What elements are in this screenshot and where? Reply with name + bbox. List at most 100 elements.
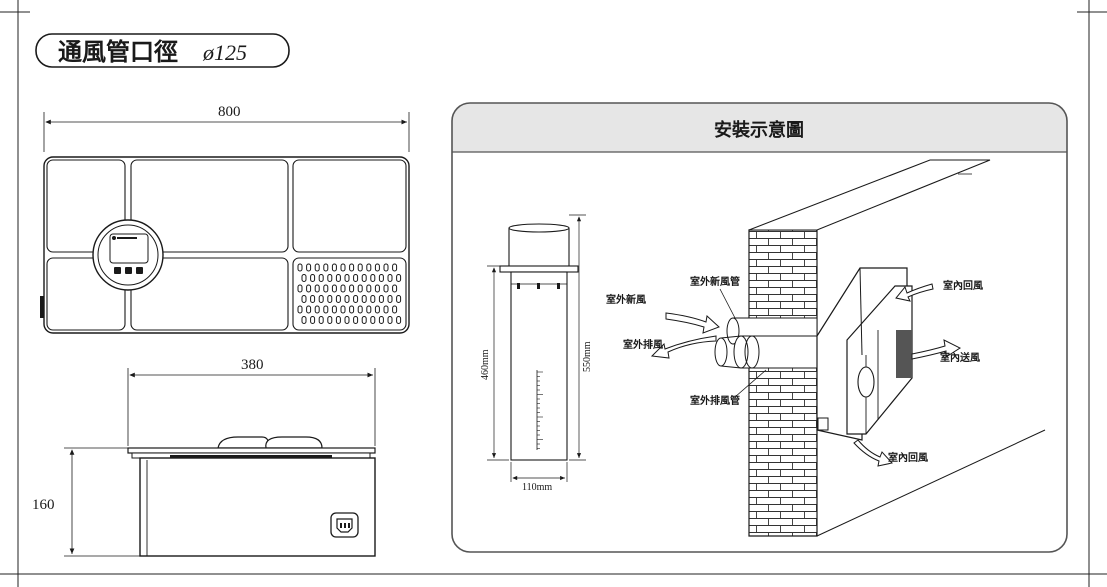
vent-hole	[327, 316, 333, 324]
vent-hole	[349, 284, 355, 293]
vent-hole	[378, 274, 384, 282]
vent-hole	[357, 305, 363, 314]
vent-grille-panel	[292, 257, 407, 331]
vent-hole	[314, 305, 320, 314]
pipe-length-dimension: 460mm	[480, 349, 491, 380]
power-socket-icon	[330, 512, 359, 538]
vent-hole	[396, 316, 402, 324]
label-indoor-supply: 室內送風	[940, 351, 980, 364]
vent-hole	[297, 263, 303, 272]
vent-hole	[340, 263, 346, 272]
vent-hole	[349, 263, 355, 272]
vent-hole	[370, 274, 376, 282]
vent-hole	[374, 263, 380, 272]
vent-hole	[396, 274, 402, 282]
width-dimension: 800	[218, 104, 241, 120]
vent-hole	[396, 295, 402, 303]
front-view: 800	[40, 104, 410, 334]
vent-hole	[387, 274, 393, 282]
vent-hole	[387, 295, 393, 303]
side-view: 380 160	[32, 357, 376, 557]
vent-hole	[392, 263, 398, 272]
vent-hole	[387, 316, 393, 324]
label-outdoor-fresh-air: 室外新風	[606, 293, 646, 306]
vent-hole	[353, 274, 359, 282]
vent-hole	[366, 305, 372, 314]
vent-hole	[392, 305, 398, 314]
pipe-scale-ticks	[537, 371, 543, 449]
vent-hole	[361, 274, 367, 282]
vent-hole	[314, 284, 320, 293]
vent-hole	[331, 263, 337, 272]
vent-hole	[366, 284, 372, 293]
vent-hole	[323, 263, 329, 272]
header-diameter: ø125	[202, 40, 247, 65]
vent-hole	[318, 316, 324, 324]
vent-hole	[374, 305, 380, 314]
vent-hole	[310, 295, 316, 303]
vent-hole	[335, 295, 341, 303]
duct-pipe-drawing: 460mm 550mm 110mm	[480, 214, 593, 493]
vent-hole	[318, 295, 324, 303]
vent-hole	[378, 316, 384, 324]
vent-hole	[361, 295, 367, 303]
vent-hole	[340, 305, 346, 314]
installation-panel: 安裝示意圖 460mm 550mm	[451, 102, 1068, 553]
vent-hole	[335, 316, 341, 324]
label-outdoor-exhaust-pipe: 室外排風管	[690, 394, 740, 407]
ventilation-unit-installed	[816, 267, 913, 441]
vent-hole	[323, 305, 329, 314]
wall-ducts	[714, 317, 818, 369]
vent-hole	[383, 284, 389, 293]
install-panel-title: 安裝示意圖	[714, 119, 804, 141]
vent-hole	[331, 284, 337, 293]
depth-dimension: 380	[241, 357, 264, 373]
vent-hole	[353, 295, 359, 303]
vent-hole	[310, 316, 316, 324]
vent-hole	[331, 305, 337, 314]
brick-wall	[748, 159, 1046, 537]
vent-hole	[383, 305, 389, 314]
vent-hole	[314, 263, 320, 272]
airflow-arrows	[650, 283, 962, 467]
label-indoor-return-top: 室內回風	[943, 279, 983, 292]
vent-hole	[327, 295, 333, 303]
vent-hole	[383, 263, 389, 272]
vent-hole	[306, 263, 312, 272]
control-panel	[92, 219, 164, 291]
vent-hole	[297, 305, 303, 314]
header-pill: 通風管口徑 ø125	[35, 33, 290, 68]
vent-hole	[301, 274, 307, 282]
pipe-diameter-dimension: 110mm	[522, 482, 552, 493]
vent-hole	[340, 284, 346, 293]
vent-hole	[301, 295, 307, 303]
vent-hole	[353, 316, 359, 324]
vent-hole	[344, 316, 350, 324]
vent-hole	[392, 284, 398, 293]
vent-hole	[344, 295, 350, 303]
vent-hole	[361, 316, 367, 324]
vent-hole	[357, 263, 363, 272]
vent-hole	[374, 284, 380, 293]
pipe-total-length-dimension: 550mm	[582, 341, 593, 372]
vent-hole	[378, 295, 384, 303]
vent-grille-holes	[297, 263, 402, 324]
leader-lines	[719, 288, 767, 398]
vent-hole	[306, 305, 312, 314]
label-indoor-return-bottom: 室內回風	[888, 451, 928, 464]
vent-hole	[327, 274, 333, 282]
vent-hole	[366, 263, 372, 272]
vent-hole	[306, 284, 312, 293]
height-dimension: 160	[32, 497, 55, 513]
vent-hole	[357, 284, 363, 293]
vent-hole	[344, 274, 350, 282]
vent-hole	[335, 274, 341, 282]
label-outdoor-exhaust: 室外排風	[623, 338, 663, 351]
vent-hole	[349, 305, 355, 314]
label-outdoor-fresh-pipe: 室外新風管	[690, 275, 740, 288]
vent-hole	[370, 295, 376, 303]
unit-side-body	[139, 457, 376, 557]
header-title: 通風管口徑	[58, 38, 178, 66]
